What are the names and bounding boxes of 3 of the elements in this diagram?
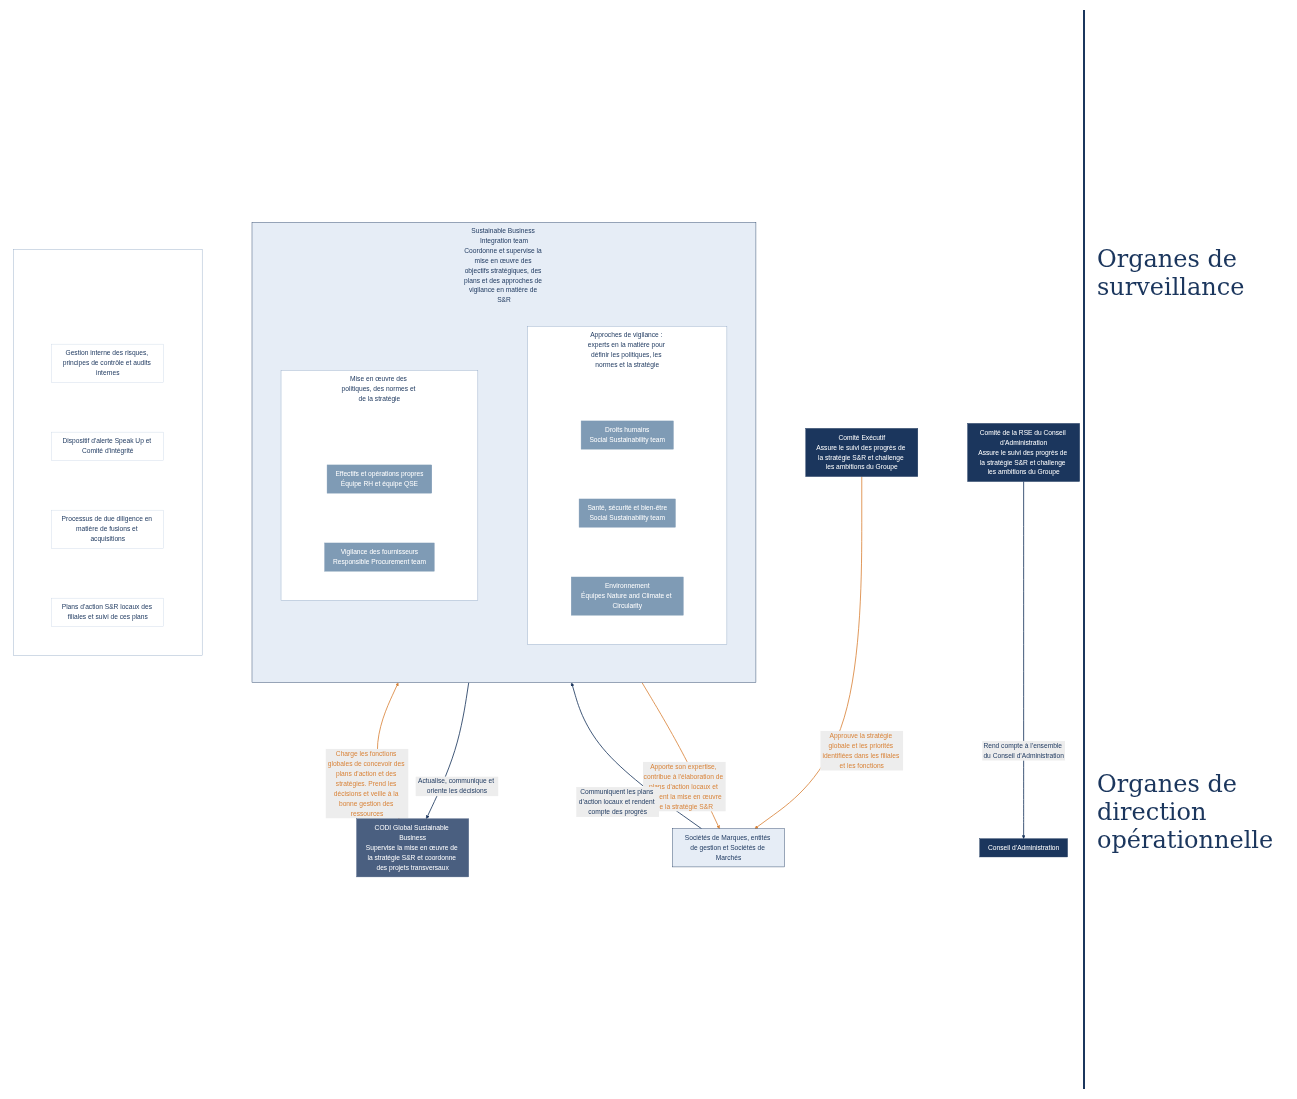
cluster bbox=[13, 249, 203, 656]
group-label: Organes de direction opérationnelle bbox=[1097, 770, 1275, 855]
group-label: Organes de surveillance bbox=[1097, 244, 1246, 301]
